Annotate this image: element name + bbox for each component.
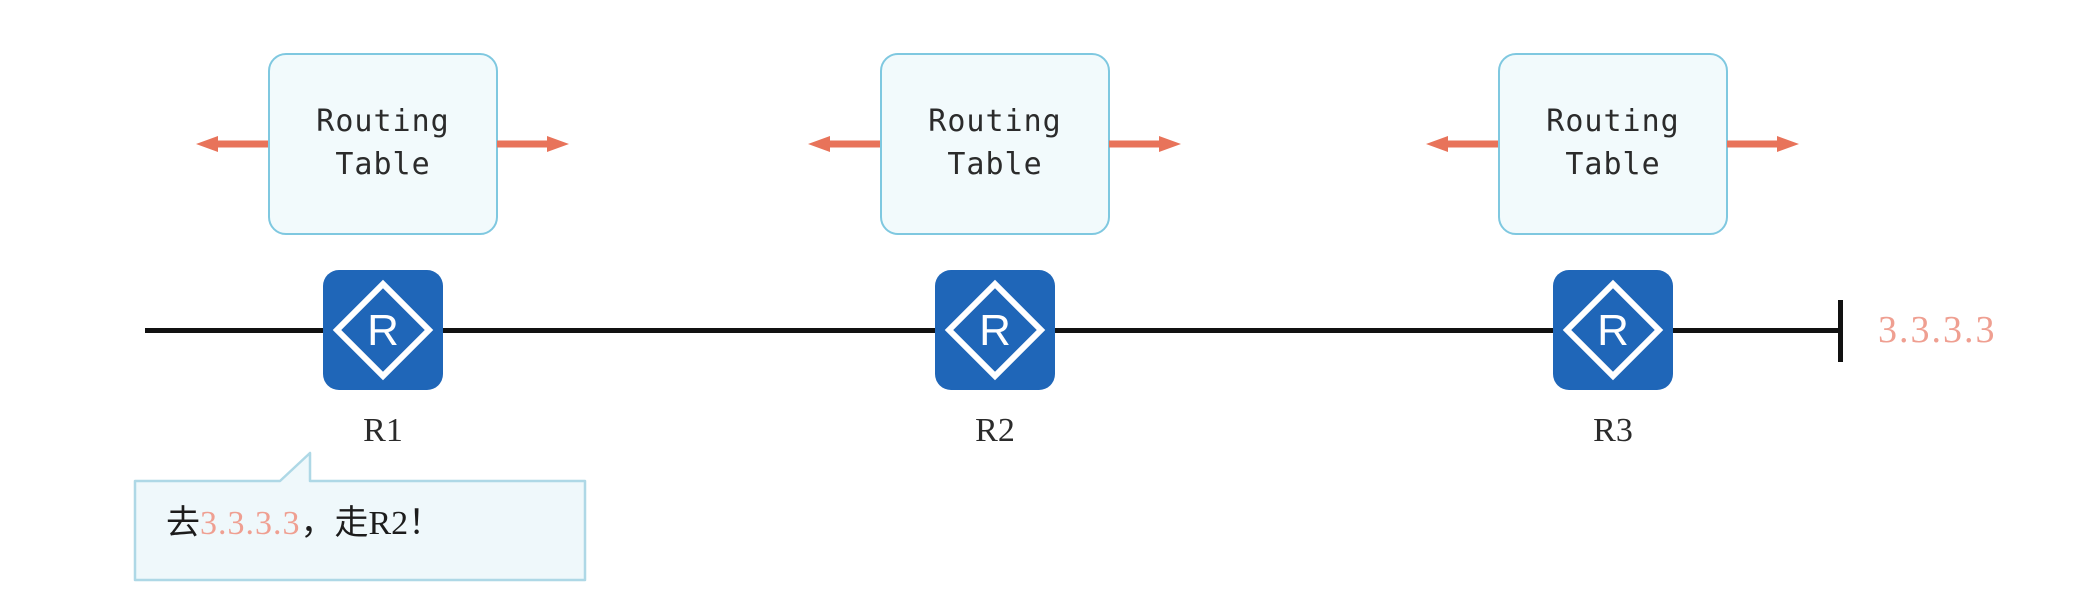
callout-prefix: 去 (166, 505, 200, 542)
arrow-left-icon (1426, 136, 1498, 152)
callout-text: 去3.3.3.3，走R2！ (166, 495, 566, 544)
arrow-left-icon (196, 136, 268, 152)
router-label-r1: R1 (363, 412, 403, 449)
router-icon-r3[interactable]: R (1553, 270, 1673, 390)
routing-table-label-line1: Routing (928, 104, 1062, 140)
arrow-right-icon (1727, 136, 1799, 152)
callout-suffix: ，走R2！ (300, 505, 443, 542)
arrow-left-icon (808, 136, 880, 152)
svg-text:R: R (1597, 306, 1629, 355)
router-icon-r2[interactable]: R (935, 270, 1055, 390)
svg-text:R: R (979, 306, 1011, 355)
callout-balloon[interactable]: 去3.3.3.3，走R2！ (130, 445, 590, 585)
router-label-r3: R3 (1593, 412, 1633, 449)
routing-table-label-line2: Table (1565, 147, 1661, 182)
arrow-right-icon (497, 136, 569, 152)
router-label-r2: R2 (975, 412, 1015, 449)
routing-table-label-line1: Routing (1546, 104, 1680, 140)
routing-table-box-r2[interactable]: Routing Table (880, 53, 1110, 235)
routing-table-label-line2: Table (335, 147, 431, 182)
callout-shape (133, 451, 587, 582)
router-icon-r1[interactable]: R (323, 270, 443, 390)
link-terminator-tick (1838, 300, 1843, 362)
callout-ip: 3.3.3.3 (200, 505, 301, 542)
routing-table-box-r3[interactable]: Routing Table (1498, 53, 1728, 235)
destination-ip-label: 3.3.3.3 (1878, 309, 1997, 351)
svg-text:R: R (367, 306, 399, 355)
routing-table-label-line2: Table (947, 147, 1043, 182)
routing-table-label-line1: Routing (316, 104, 450, 140)
arrow-right-icon (1109, 136, 1181, 152)
routing-table-box-r1[interactable]: Routing Table (268, 53, 498, 235)
